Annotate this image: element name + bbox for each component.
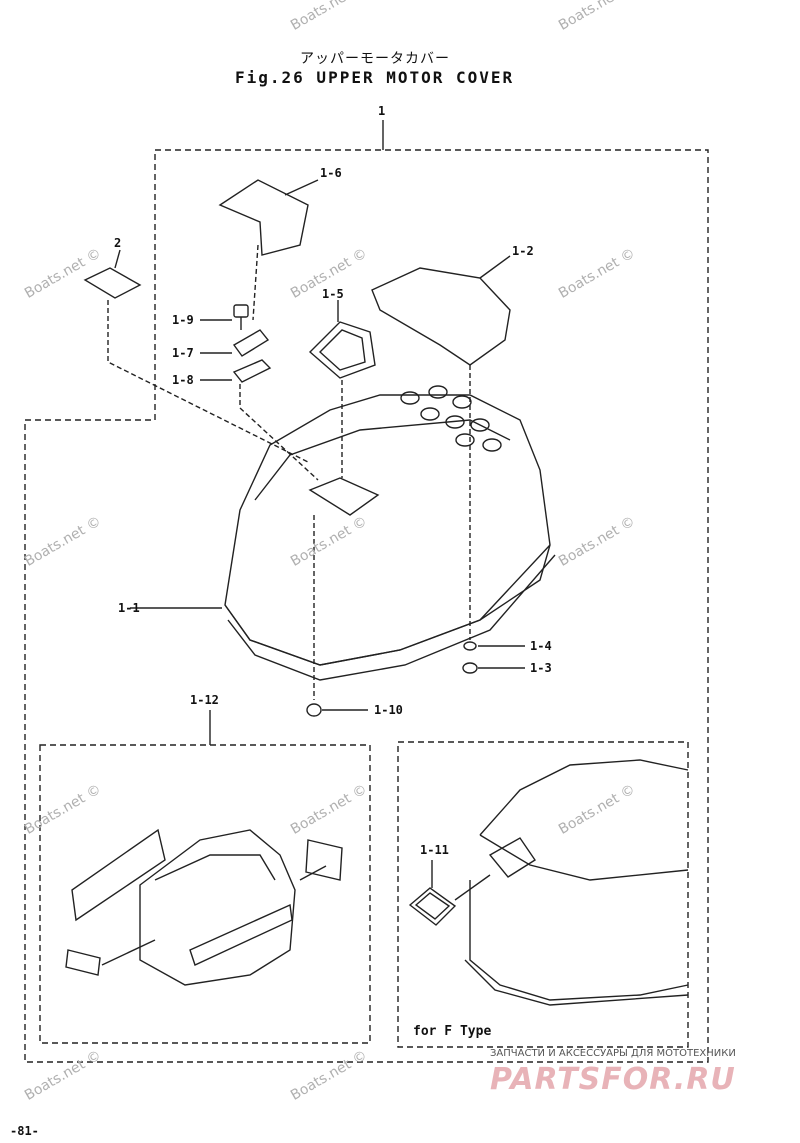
part-1-7-clip <box>232 329 270 357</box>
footer-tagline: ЗАПЧАСТИ И АКСЕССУАРЫ ДЛЯ МОТОТЕХНИКИ <box>490 1048 736 1059</box>
part-1-6-plate <box>218 179 309 256</box>
cylinders-icon <box>400 385 502 452</box>
part-1-5-grommet <box>308 321 376 379</box>
inset-caption: for F Type <box>413 1024 492 1039</box>
part-1-9-bolt <box>233 304 249 318</box>
part-2-label <box>83 267 142 299</box>
assembly-1-boundary <box>24 149 709 1063</box>
part-1-2-cap <box>371 267 511 366</box>
page-number: -81- <box>10 1124 39 1138</box>
partsfor-logo[interactable]: PARTSFOR.RU <box>490 1062 736 1097</box>
callout-1-8: 1-8 <box>172 373 194 387</box>
figure-title: Fig.26 UPPER MOTOR COVER <box>235 68 515 87</box>
inset-f-type-boundary <box>397 741 689 1048</box>
part-1-10-nut <box>306 703 322 717</box>
callout-1-3: 1-3 <box>530 661 552 675</box>
callout-1-10: 1-10 <box>374 703 403 717</box>
callout-1: 1 <box>378 104 386 118</box>
callout-1-4: 1-4 <box>530 639 552 653</box>
part-1-8-bracket <box>232 359 272 383</box>
callout-2: 2 <box>114 236 122 250</box>
callout-1-1: 1-1 <box>118 601 140 615</box>
callout-1-2: 1-2 <box>512 244 534 258</box>
assembly-1-12-boundary <box>39 744 371 1044</box>
callout-1-7: 1-7 <box>172 346 194 360</box>
callout-1-9: 1-9 <box>172 313 194 327</box>
callout-1-12: 1-12 <box>190 693 219 707</box>
callout-1-5: 1-5 <box>322 287 344 301</box>
callout-1-11: 1-11 <box>420 843 449 857</box>
part-1-4-washer <box>463 641 477 651</box>
callout-1-6: 1-6 <box>320 166 342 180</box>
part-1-3-nut <box>462 662 478 674</box>
part-1-11-gasket <box>408 887 457 926</box>
title-japanese: アッパーモータカバー <box>300 51 450 67</box>
